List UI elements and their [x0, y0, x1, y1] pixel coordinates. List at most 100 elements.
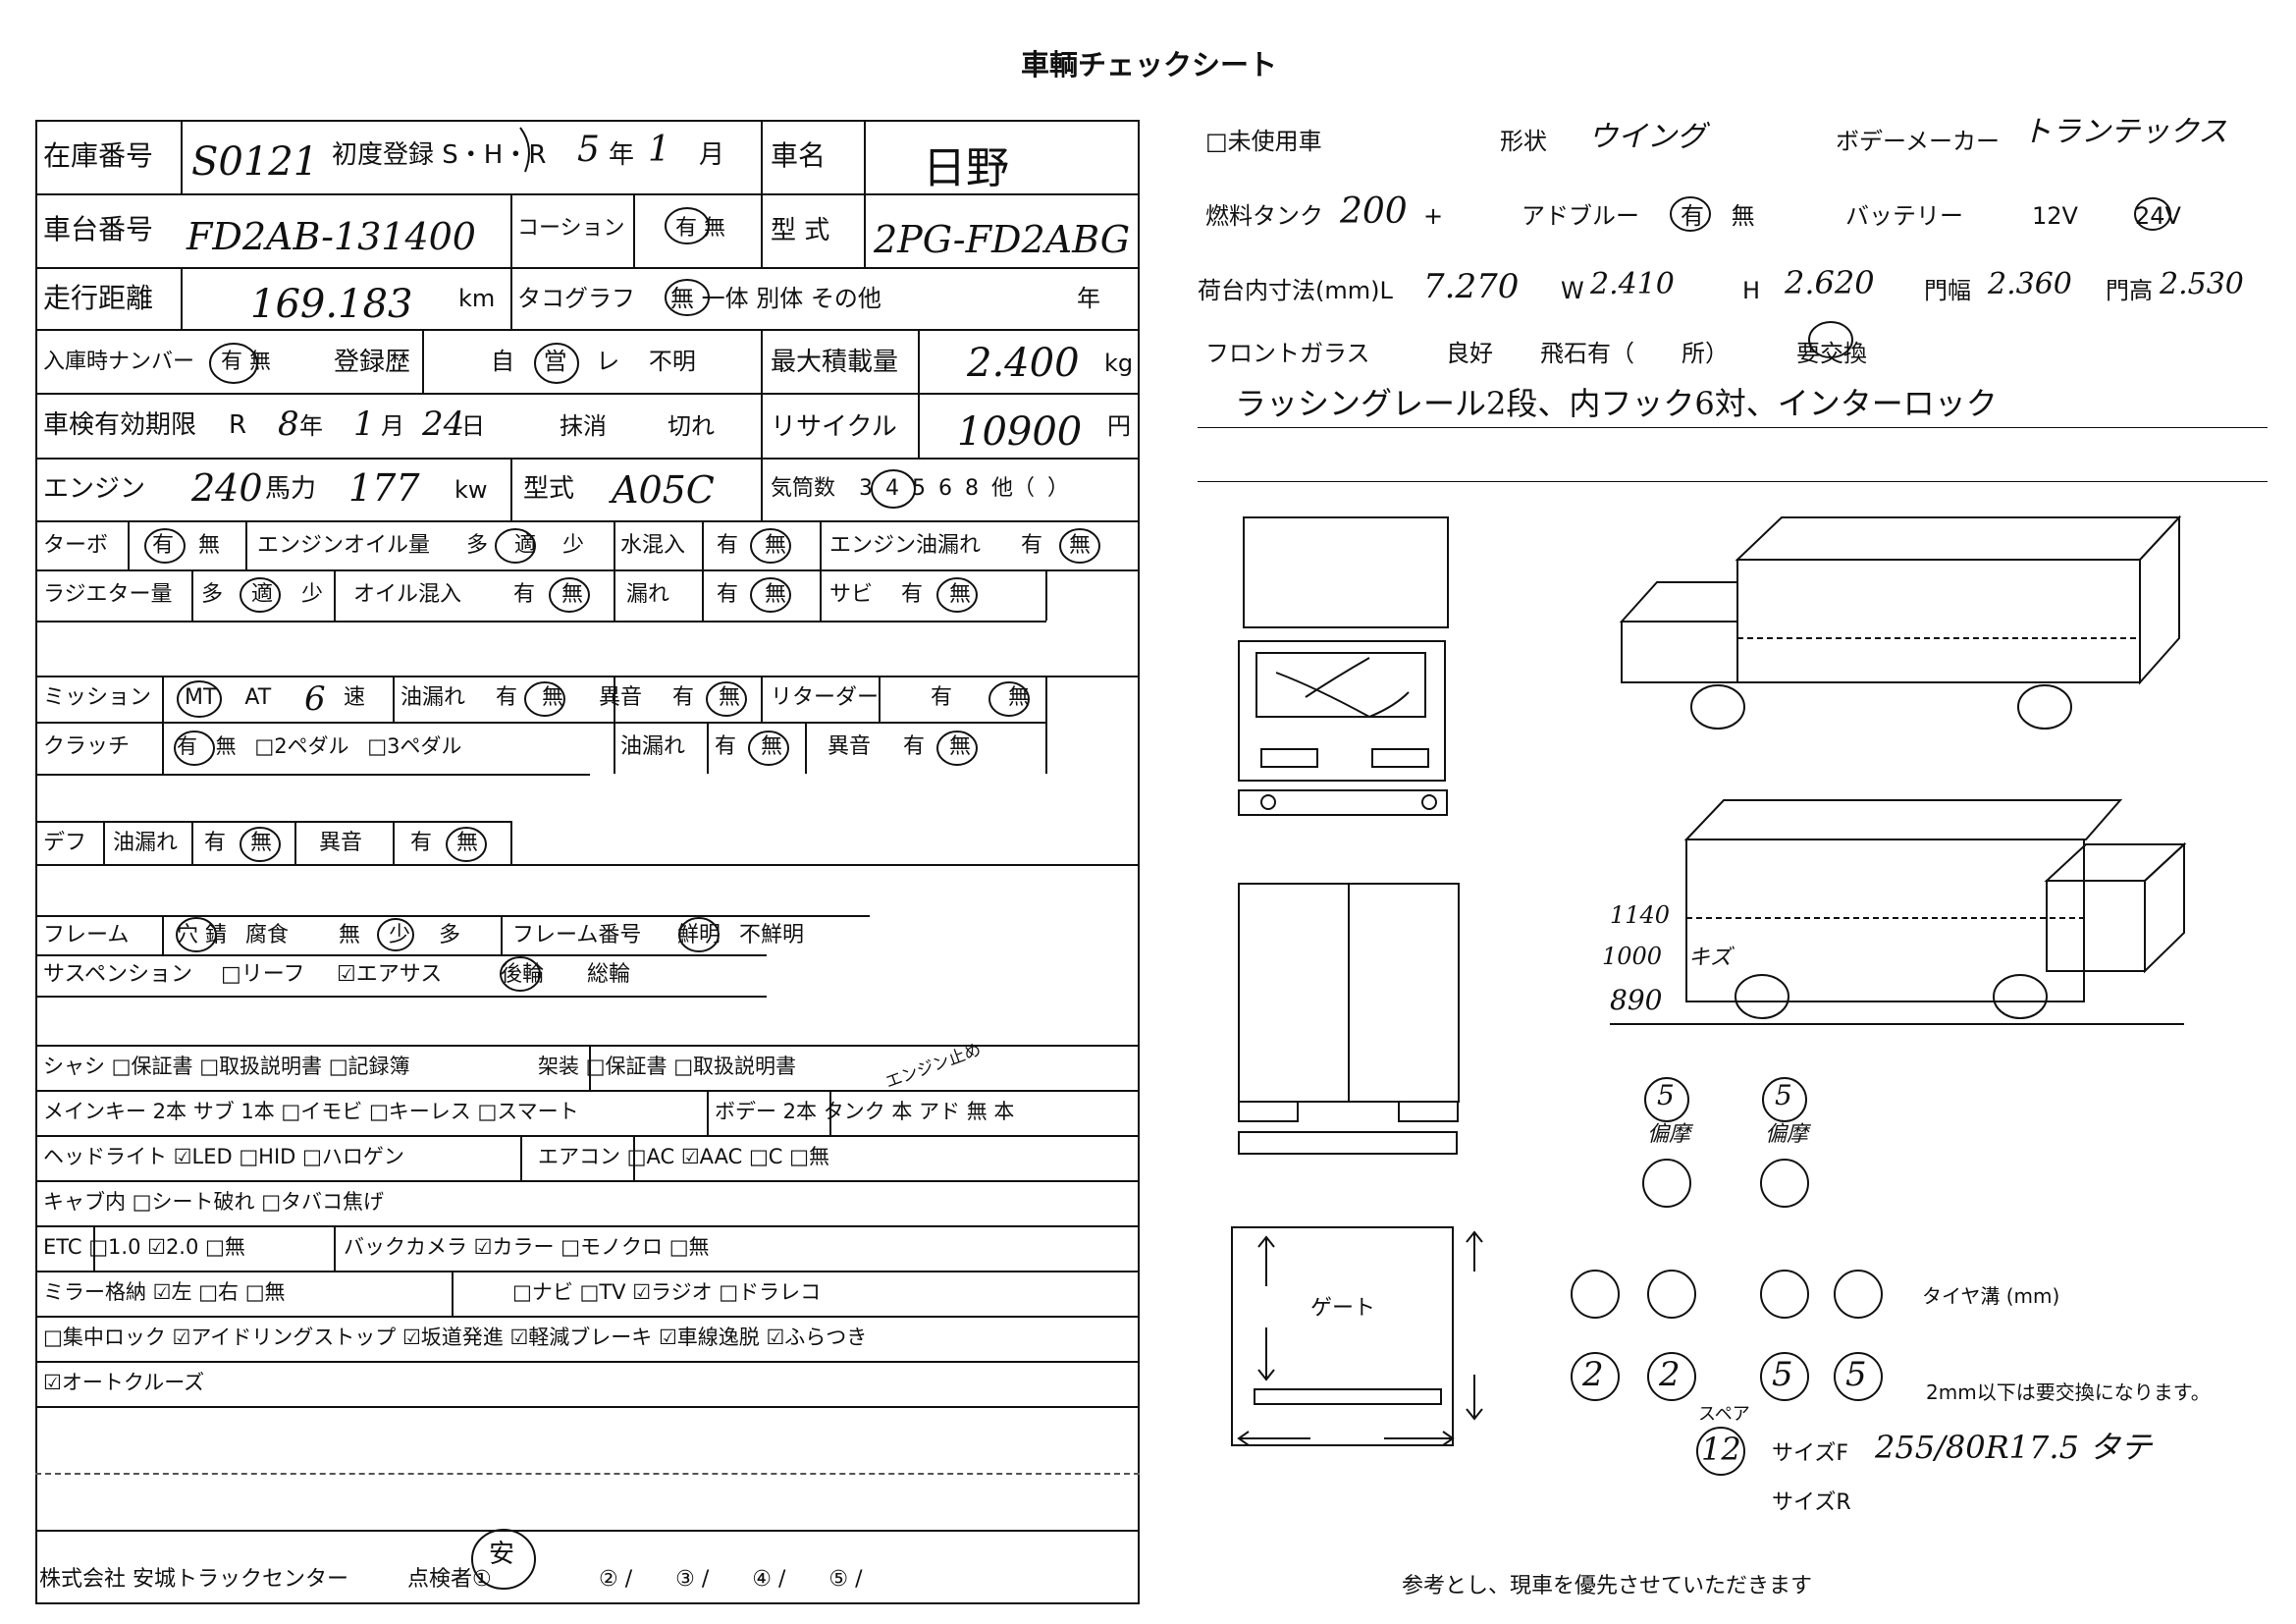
entry-plate-label: 入庫時ナンバー — [43, 350, 195, 374]
inspector-slots: ② / ③ / ④ / ⑤ / — [599, 1567, 863, 1592]
battery-24v: 24V — [2135, 202, 2181, 230]
rust-label: サビ — [829, 582, 874, 607]
cruise-option: ☑オートクルーズ — [43, 1371, 205, 1394]
corrosion-label: 腐食 — [245, 923, 290, 947]
frame-hole-rust: 穴 錆 — [177, 923, 227, 947]
side-height-1: 1140 — [1610, 901, 1671, 929]
adblue-label: アドブルー — [1522, 202, 1639, 230]
kw-unit: kw — [454, 476, 488, 504]
stock-number-value: S0121 — [191, 139, 319, 185]
leak-options: 有 無 — [717, 582, 786, 607]
car-name-value: 日野 — [923, 143, 1009, 193]
cargo-height: 2.620 — [1785, 264, 1875, 301]
stock-number-label: 在庫番号 — [43, 139, 154, 172]
retarder-label: リターダー — [771, 685, 880, 710]
size-rear-label: サイズR — [1772, 1490, 1851, 1515]
turbo-label: ターボ — [43, 533, 109, 558]
fuel-tank-value: 200 — [1340, 191, 1408, 232]
etc-options: ETC □1.0 ☑2.0 □無 — [43, 1235, 245, 1259]
first-registration-month: 1 — [648, 130, 670, 170]
radiator-label: ラジエター量 — [43, 582, 173, 607]
size-front-value: 255/80R17.5 タテ — [1875, 1429, 2153, 1466]
fuel-plus: + — [1423, 202, 1444, 230]
tachograph-year: 年 — [1077, 285, 1100, 312]
front-view-diagram — [1238, 516, 1449, 816]
diff-oil-leak-label: 油漏れ — [113, 831, 179, 855]
tread-value-4: 5 — [1845, 1355, 1867, 1394]
frame-number-label: フレーム番号 — [512, 923, 642, 947]
cargo-dims-label: 荷台内寸法(mm)L — [1198, 277, 1393, 304]
retarder-options: 有 無 — [931, 685, 1030, 710]
car-name-label: 車名 — [771, 139, 827, 172]
max-load-value: 2.400 — [967, 341, 1080, 386]
inspection-label: 車検有効期限 — [43, 410, 197, 440]
tread-value-2: 2 — [1659, 1355, 1681, 1394]
max-load-unit: kg — [1104, 350, 1134, 377]
chassis-number-label: 車台番号 — [43, 213, 154, 245]
cargo-width-label: W — [1561, 277, 1584, 304]
body-maker-label: ボデーメーカー — [1836, 128, 2001, 155]
engine-type-label: 型式 — [523, 474, 575, 504]
cab-interior-options: キャブ内 □シート破れ □タバコ焦げ — [43, 1190, 385, 1214]
tire-tag-front-left: 5 — [1657, 1079, 1675, 1111]
recycle-value: 10900 — [957, 409, 1083, 455]
headlight-options: ヘッドライト ☑LED □HID □ハロゲン — [43, 1145, 404, 1168]
aircon-options: エアコン □AC ☑AAC □C □無 — [538, 1145, 829, 1168]
tire-tag-text-left: 偏摩 — [1647, 1122, 1691, 1147]
av-options: □ナビ □TV ☑ラジオ □ドラレコ — [512, 1280, 822, 1304]
chassis-number-value: FD2AB-131400 — [187, 215, 476, 258]
door-width-label: 門幅 — [1924, 277, 1971, 304]
transmission-oil-leak-label: 油漏れ — [400, 685, 466, 710]
max-load-label: 最大積載量 — [771, 348, 899, 377]
recycle-label: リサイクル — [771, 412, 897, 442]
suspension-leaf: □リーフ — [221, 962, 305, 987]
clutch-oil-leak-label: 油漏れ — [620, 734, 686, 759]
speed-unit: 速 — [344, 685, 366, 710]
battery-label: バッテリー — [1845, 202, 1963, 230]
cylinders-label: 気筒数 — [771, 476, 836, 501]
corrosion-options: 無 少 多 — [339, 923, 460, 947]
clutch-label: クラッチ — [43, 734, 131, 759]
windshield-options: 良好 飛石有（ 所） — [1446, 340, 1729, 367]
side-height-3: 890 — [1610, 984, 1663, 1016]
water-mix-options: 有 無 — [717, 533, 786, 558]
engine-label: エンジン — [43, 474, 146, 504]
diff-noise-label: 異音 — [319, 831, 363, 855]
inspector-label: 点検者① — [407, 1567, 492, 1592]
tire-tag-text-right: 偏摩 — [1765, 1122, 1809, 1147]
oil-mix-label: オイル混入 — [353, 582, 462, 607]
tire-tag-front-right: 5 — [1775, 1079, 1792, 1111]
spare-value: 12 — [1701, 1431, 1741, 1468]
turbo-options: 有 無 — [152, 533, 220, 558]
clutch-options: 有 無 □2ペダル □3ペダル — [177, 734, 462, 758]
rear-view-diagram — [1238, 883, 1460, 1155]
body-keys: ボデー 2本 タンク 本 アド 無 本 — [715, 1100, 1015, 1123]
first-registration-year: 5 — [577, 130, 600, 170]
radiator-options: 多 適 少 — [201, 582, 323, 607]
suspension-label: サスペンション — [43, 962, 193, 987]
rust-options: 有 無 — [901, 582, 971, 607]
engine-oil-options: 多 適 少 — [466, 533, 584, 558]
shape-value: ウイング — [1588, 120, 1706, 154]
inspection-day: 24 — [422, 405, 465, 444]
door-width: 2.360 — [1988, 267, 2072, 301]
cargo-length: 7.270 — [1423, 267, 1520, 306]
notes-handwritten: ラッシングレール2段、内フック6対、インターロック — [1235, 385, 1998, 422]
door-height-label: 門高 — [2106, 277, 2153, 304]
clutch-oil-leak-options: 有 無 — [715, 734, 782, 759]
fuel-tank-label: 燃料タンク — [1205, 202, 1323, 230]
month-unit: 月 — [699, 140, 725, 170]
safety-options: □集中ロック ☑アイドリングストップ ☑坂道発進 ☑軽減ブレーキ ☑車線逸脱 ☑… — [43, 1326, 868, 1349]
tread-note: 2mm以下は要交換になります。 — [1926, 1380, 2211, 1404]
tread-value-3: 5 — [1772, 1355, 1793, 1394]
cargo-height-label: H — [1742, 277, 1761, 304]
clutch-noise-options: 有 無 — [903, 734, 971, 759]
gate-diagram — [1231, 1226, 1483, 1446]
oil-mix-options: 有 無 — [513, 582, 583, 607]
side-view-lower — [1610, 799, 2187, 1025]
suspension-all: 総輪 — [587, 962, 631, 987]
suspension-rear: 後輪 — [501, 962, 545, 987]
mileage-label: 走行距離 — [43, 282, 154, 314]
